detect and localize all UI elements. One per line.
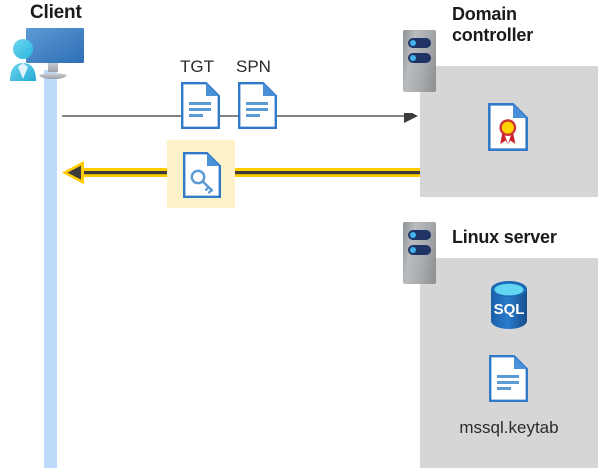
linux-server-title: Linux server [452, 227, 557, 247]
linux-server-rack-icon [403, 222, 436, 284]
domain-controller-title: Domain controller [452, 4, 592, 46]
tgt-label: TGT [180, 57, 214, 76]
certificate-icon [488, 103, 528, 156]
domain-controller-title-line-2: controller [452, 25, 534, 45]
tgt-document-icon [181, 82, 220, 134]
client-title: Client [30, 2, 82, 23]
keytab-file-icon [489, 355, 528, 407]
sql-database-icon: SQL [487, 280, 531, 335]
sql-database-label: SQL [494, 301, 525, 318]
spn-label: SPN [236, 57, 271, 76]
service-ticket-key-document-icon [183, 152, 221, 203]
user-at-monitor-icon [8, 25, 100, 92]
response-arrow-domain-controller-to-client [62, 160, 420, 186]
keytab-filename-label: mssql.keytab [459, 418, 559, 437]
spn-document-icon [238, 82, 277, 134]
domain-controller-server-rack-icon [403, 30, 436, 92]
client-lifeline [44, 70, 57, 468]
request-arrow-client-to-domain-controller [62, 109, 418, 127]
domain-controller-title-line-1: Domain [452, 4, 517, 24]
